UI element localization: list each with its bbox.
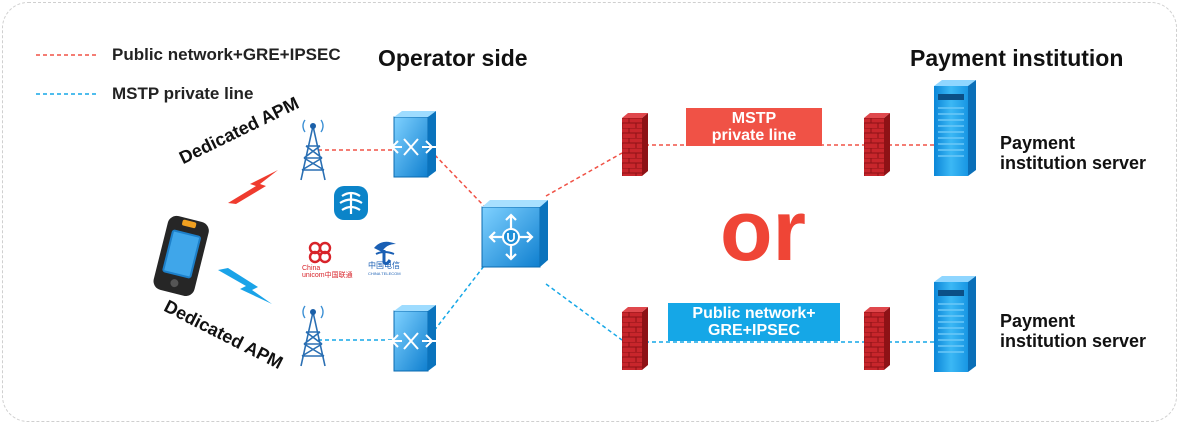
- telecom-logo-text: 中国电信 CHINA TELECOM: [368, 261, 401, 277]
- or-separator: or: [720, 183, 806, 279]
- legend-label-red: Public network+GRE+IPSEC: [112, 45, 341, 64]
- lightning-icon: [228, 170, 278, 204]
- mstp-private-line-box: MSTP private line: [686, 108, 822, 146]
- public-network-box: Public network+ GRE+IPSEC: [668, 303, 840, 341]
- server-label-bottom: Payment institution server: [1000, 311, 1147, 351]
- legend-label-blue: MSTP private line: [112, 84, 254, 103]
- router-icon: [388, 305, 436, 372]
- payment-institution-heading: Payment institution: [910, 45, 1124, 71]
- cell-tower-icon: [300, 305, 326, 367]
- switch-icon: [481, 200, 548, 268]
- firewall-icon: [622, 113, 648, 176]
- router-icon: [388, 111, 436, 178]
- pos-terminal-icon: [153, 215, 209, 296]
- server-label-top: Payment institution server: [1000, 133, 1147, 173]
- firewall-icon: [622, 307, 648, 370]
- china-mobile-logo: [334, 186, 368, 220]
- operator-side-heading: Operator side: [378, 45, 528, 71]
- blue-links: [318, 265, 938, 343]
- china-telecom-logo: [374, 241, 396, 266]
- red-links: [318, 144, 938, 207]
- server-icon: [934, 80, 976, 176]
- unicom-logo-text: China unicom中国联通: [302, 265, 353, 279]
- cell-tower-icon: [300, 119, 326, 181]
- server-icon: [934, 276, 976, 372]
- firewall-icon: [864, 307, 890, 370]
- lightning-icon: [218, 268, 272, 304]
- china-unicom-logo: [308, 241, 332, 264]
- firewall-icon: [864, 113, 890, 176]
